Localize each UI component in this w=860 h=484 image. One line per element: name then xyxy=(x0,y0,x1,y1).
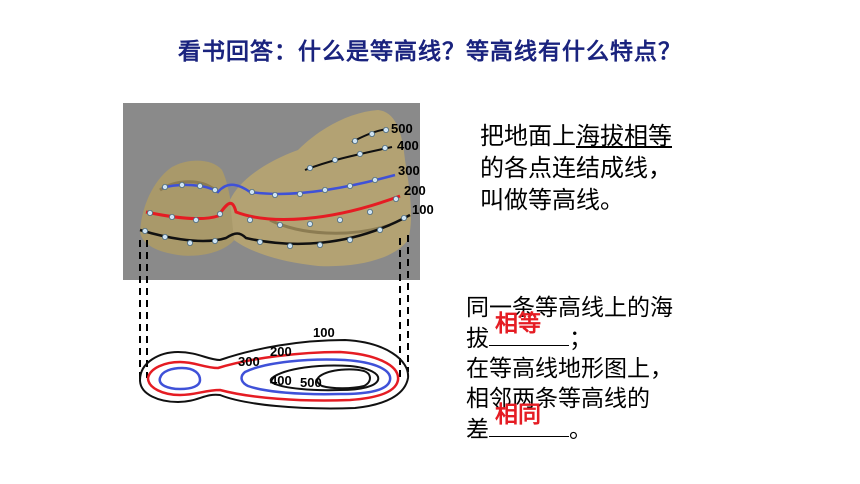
elev-label-500: 500 xyxy=(391,121,413,136)
answer-2: 相同 xyxy=(495,402,541,428)
map-line-300-left xyxy=(158,366,202,391)
map-line-100 xyxy=(138,338,410,410)
prop-line3: 在等高线地形图上， xyxy=(466,356,673,382)
definition-underlined: 海拔相等 xyxy=(576,122,672,150)
prop-line5-prefix: 差 xyxy=(466,417,489,443)
map-line-400 xyxy=(269,364,380,392)
prop-line5-suffix: 。 xyxy=(569,417,592,443)
rock-line-200 xyxy=(145,194,401,221)
elev-label-100: 100 xyxy=(412,202,434,217)
prop-line2-suffix: ； xyxy=(569,326,592,352)
map-line-500 xyxy=(316,368,371,390)
answer-blank-1: 相等 xyxy=(489,311,569,346)
definition-part1: 把地面上 xyxy=(480,122,576,150)
prop-line1: 同一条等高线上的海 xyxy=(466,295,673,321)
prop-line2-prefix: 拔 xyxy=(466,326,489,352)
map-line-200 xyxy=(146,350,400,402)
elev-label-300: 300 xyxy=(398,163,420,178)
elev-label-400: 400 xyxy=(397,138,419,153)
prop-line4: 相邻两条等高线的 xyxy=(466,386,650,412)
map-label-300: 300 xyxy=(238,354,260,369)
rock-right xyxy=(230,110,412,267)
definition-line3: 叫做等高线。 xyxy=(480,186,624,214)
map-label-200: 200 xyxy=(270,344,292,359)
map-label-400: 400 xyxy=(270,373,292,388)
elev-label-200: 200 xyxy=(404,183,426,198)
answer-blank-2: 相同 xyxy=(489,402,569,437)
definition-text: 把地面上海拔相等 的各点连结成线， 叫做等高线。 xyxy=(480,120,672,216)
definition-line2: 的各点连结成线， xyxy=(480,154,672,182)
map-label-100: 100 xyxy=(313,325,335,340)
map-label-500: 500 xyxy=(300,375,322,390)
answer-1: 相等 xyxy=(495,311,541,337)
rock-line-100 xyxy=(139,213,411,246)
properties-text: 同一条等高线上的海 拔相等 ； 在等高线地形图上， 相邻两条等高线的 差相同。 xyxy=(466,293,673,445)
question-title: 看书回答：什么是等高线？等高线有什么特点？ xyxy=(178,39,682,65)
map-line-300-right xyxy=(240,358,392,396)
